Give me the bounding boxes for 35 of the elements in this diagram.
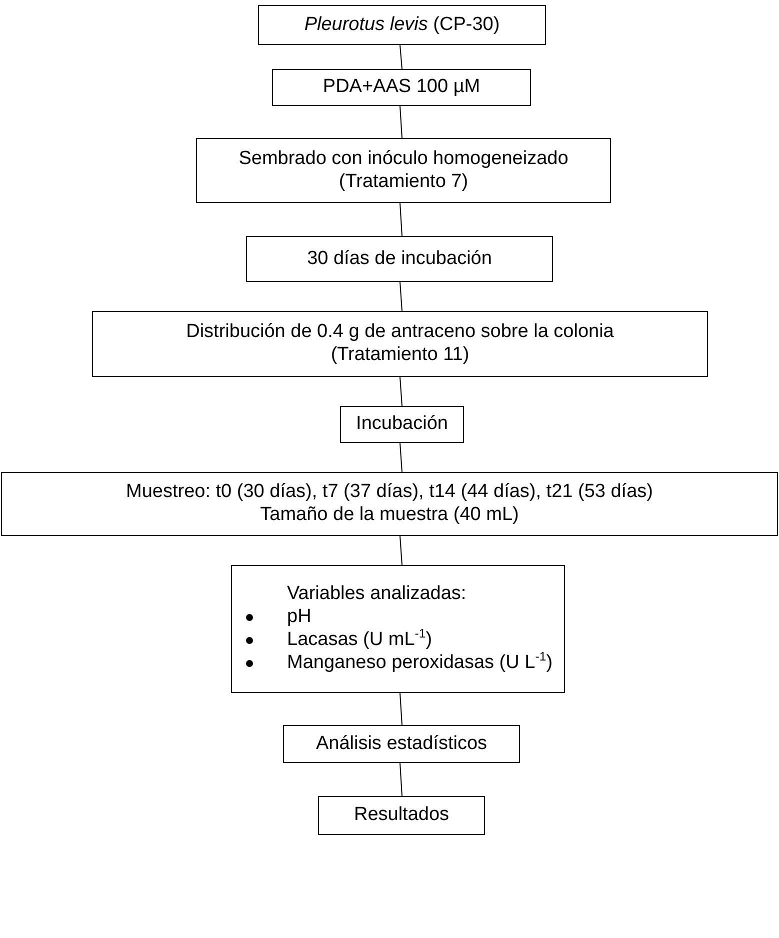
box-subtext: Tamaño de la muestra (40 mL): [260, 504, 519, 527]
process-box: [318, 796, 485, 835]
process-box: [196, 138, 611, 203]
list-item: Manganeso peroxidasas (U L$^{-1}$): [287, 652, 553, 675]
process-box: [272, 69, 531, 106]
box-text: Pleurotus levis (CP-30): [304, 14, 500, 36]
process-box: [231, 565, 565, 693]
process-box: [258, 5, 546, 45]
connector-line: [400, 106, 402, 138]
box-text: Sembrado con inóculo homogeneizado: [238, 148, 568, 170]
process-box: [246, 236, 553, 282]
box-subtext: (Tratamiento 11): [330, 344, 470, 367]
box-subtext: (Tratamiento 7): [338, 170, 468, 194]
connector-line: [400, 762, 402, 796]
list-item: pH: [287, 606, 312, 629]
connector-line: [400, 692, 402, 726]
box-text: Muestreo: t0 (30 días), t7 (37 días), t14 (44 días), t21 (53 días): [126, 481, 653, 504]
box-text: Incubación: [356, 413, 448, 436]
process-box: [1, 472, 778, 536]
list-item: Lacasas (U mL$^{-1}$): [287, 629, 432, 652]
connector-line: [400, 44, 402, 70]
connector-line: [400, 536, 402, 566]
connector-line: [400, 282, 402, 312]
connector-line: [400, 376, 402, 406]
process-box: [283, 725, 520, 763]
box-text: PDA+AAS 100 µM: [322, 76, 480, 99]
box-text: Variables analizadas:: [287, 583, 466, 606]
box-text: Resultados: [354, 804, 450, 827]
box-text: 30 días de incubación: [307, 248, 492, 270]
connector-line: [400, 442, 402, 472]
box-text: Análisis estadísticos: [316, 732, 488, 756]
process-box: [92, 311, 708, 377]
box-text: Distribución de 0.4 g de antraceno sobre la colonia: [186, 321, 614, 344]
connector-line: [400, 202, 402, 236]
process-box: [340, 406, 464, 443]
